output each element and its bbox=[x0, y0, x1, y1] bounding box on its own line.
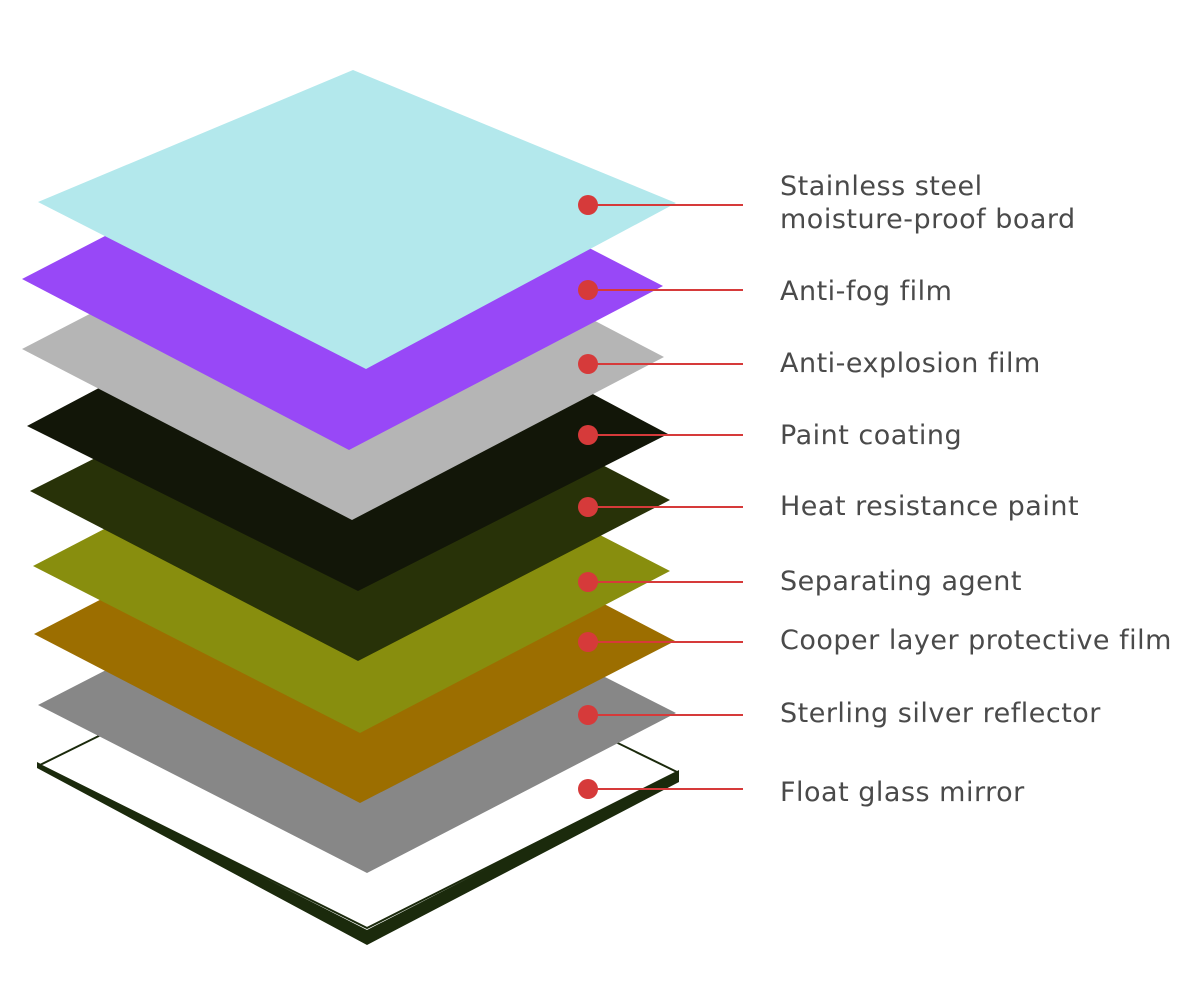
label-line-1: Float glass mirror bbox=[780, 777, 1025, 808]
label-anti-fog-film: Anti-fog film bbox=[780, 275, 952, 308]
label-float-glass-mirror: Float glass mirror bbox=[780, 776, 1025, 809]
callout-anti-explosion-film bbox=[578, 354, 743, 374]
label-line-1: Cooper layer protective film bbox=[780, 625, 1172, 656]
marker-dot bbox=[578, 632, 598, 652]
label-separating-agent: Separating agent bbox=[780, 565, 1022, 598]
marker-dot bbox=[578, 497, 598, 517]
callout-cooper-layer-protective-film bbox=[578, 632, 743, 652]
marker-dot bbox=[578, 705, 598, 725]
label-sterling-silver-reflector: Sterling silver reflector bbox=[780, 697, 1101, 730]
label-line-1: Sterling silver reflector bbox=[780, 698, 1101, 729]
callout-separating-agent bbox=[578, 572, 743, 592]
label-line-1: Stainless steel bbox=[780, 171, 983, 202]
callout-float-glass-mirror bbox=[578, 779, 743, 799]
callout-sterling-silver-reflector bbox=[578, 705, 743, 725]
label-line-2: moisture-proof board bbox=[780, 204, 1076, 235]
callouts bbox=[578, 195, 743, 799]
marker-dot bbox=[578, 425, 598, 445]
marker-dot bbox=[578, 280, 598, 300]
callout-anti-fog-film bbox=[578, 280, 743, 300]
label-line-1: Separating agent bbox=[780, 566, 1022, 597]
marker-dot bbox=[578, 354, 598, 374]
callout-paint-coating bbox=[578, 425, 743, 445]
label-line-1: Paint coating bbox=[780, 420, 963, 451]
marker-dot bbox=[578, 572, 598, 592]
callout-heat-resistance-paint bbox=[578, 497, 743, 517]
label-stainless-steel-board: Stainless steel moisture-proof board bbox=[780, 170, 1076, 236]
layer-stainless-steel-board bbox=[38, 70, 676, 369]
label-line-1: Anti-fog film bbox=[780, 276, 953, 307]
label-paint-coating: Paint coating bbox=[780, 419, 962, 452]
label-heat-resistance-paint: Heat resistance paint bbox=[780, 490, 1079, 523]
label-cooper-layer-protective-film: Cooper layer protective film bbox=[780, 624, 1172, 657]
marker-dot bbox=[578, 779, 598, 799]
marker-dot bbox=[578, 195, 598, 215]
label-line-1: Heat resistance paint bbox=[780, 491, 1080, 522]
label-line-1: Anti-explosion film bbox=[780, 348, 1041, 379]
callout-stainless-steel-board bbox=[578, 195, 743, 215]
label-anti-explosion-film: Anti-explosion film bbox=[780, 347, 1041, 380]
